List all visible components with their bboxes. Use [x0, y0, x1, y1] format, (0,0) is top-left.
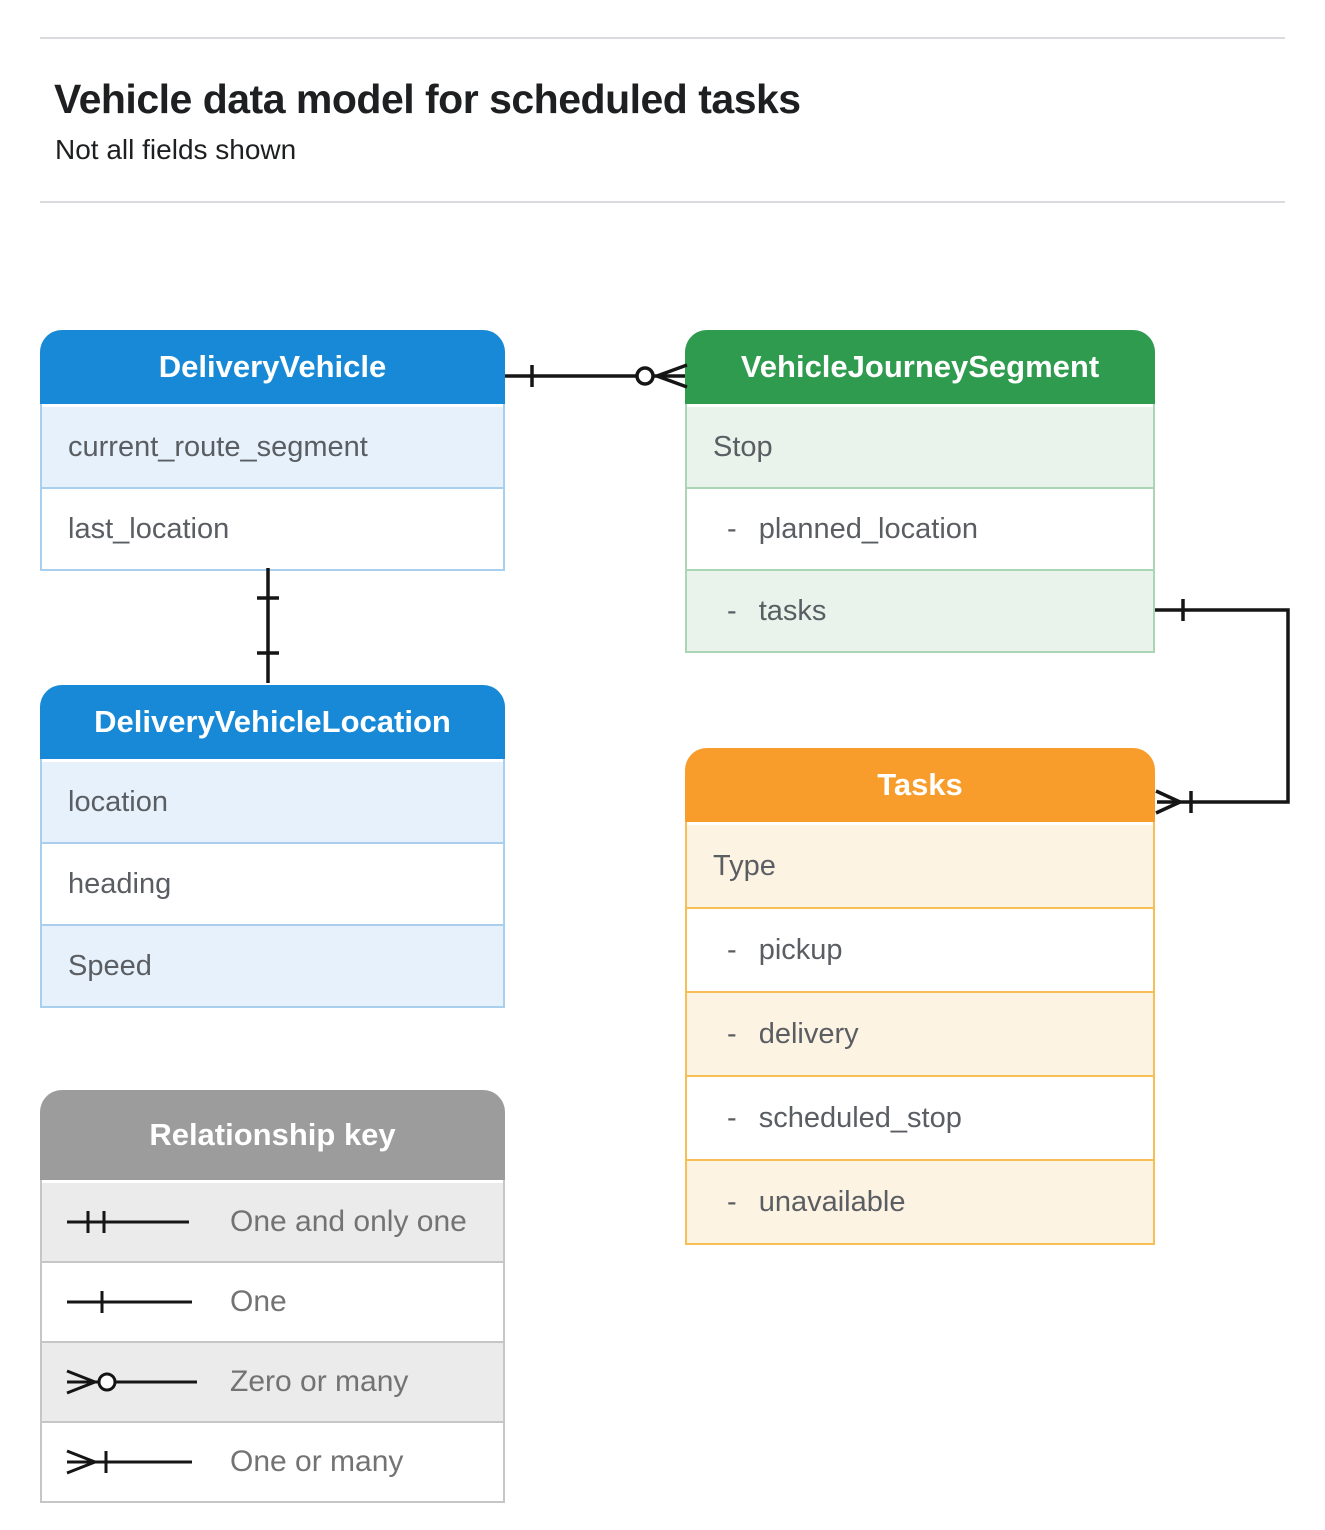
- entity-vehicle-journey-segment: VehicleJourneySegment Stop - planned_loc…: [685, 330, 1155, 653]
- connector-deliveryvehicle-to-vehiclejourneysegment: [505, 365, 687, 387]
- relationship-key-list: One and only one One Zero or many: [40, 1180, 505, 1503]
- crow-foot: [657, 365, 687, 376]
- one-symbol: [67, 1291, 192, 1313]
- legend-row: Zero or many: [42, 1341, 503, 1421]
- entity-field-row: location: [42, 759, 503, 842]
- entity-delivery-vehicle-location: DeliveryVehicleLocation location heading…: [40, 685, 505, 1008]
- entity-field-row: Stop: [687, 404, 1153, 487]
- entity-tasks: Tasks Type - pickup - delivery - schedul…: [685, 748, 1155, 1245]
- entity-title: VehicleJourneySegment: [685, 330, 1155, 404]
- entity-field-row: Speed: [42, 924, 503, 1006]
- entity-field-list: Stop - planned_location - tasks: [685, 404, 1155, 653]
- crow-foot: [1156, 791, 1180, 802]
- entity-delivery-vehicle: DeliveryVehicle current_route_segment la…: [40, 330, 505, 571]
- one-and-only-one-symbol: [67, 1211, 189, 1233]
- relationship-key: Relationship key One and only one One: [40, 1090, 505, 1503]
- entity-title: DeliveryVehicle: [40, 330, 505, 404]
- entity-field-row: - scheduled_stop: [687, 1075, 1153, 1159]
- divider-mid: [40, 201, 1285, 203]
- entity-field-row: heading: [42, 842, 503, 924]
- entity-field-row: current_route_segment: [42, 404, 503, 487]
- connector-vehiclejourneysegment-tasks-to-tasks: [1155, 599, 1288, 813]
- zero-or-many-symbol: [66, 1369, 197, 1395]
- legend-row: One or many: [42, 1421, 503, 1501]
- legend-label: One and only one: [230, 1205, 467, 1238]
- crow-foot: [657, 376, 687, 387]
- entity-field-row: last_location: [42, 487, 503, 569]
- entity-field-list: Type - pickup - delivery - scheduled_sto…: [685, 822, 1155, 1245]
- entity-field-row: - pickup: [687, 907, 1153, 991]
- page-subtitle: Not all fields shown: [55, 134, 297, 165]
- entity-title: DeliveryVehicleLocation: [40, 685, 505, 759]
- connector-deliveryvehicle-to-deliveryvehiclelocation: [257, 568, 279, 683]
- crow-foot: [1156, 802, 1180, 813]
- divider-top: [40, 37, 1285, 39]
- entity-field-row: - delivery: [687, 991, 1153, 1075]
- zero-circle: [637, 368, 653, 384]
- entity-field-row: - unavailable: [687, 1159, 1153, 1243]
- entity-field-list: current_route_segment last_location: [40, 404, 505, 571]
- entity-field-row: - planned_location: [687, 487, 1153, 569]
- entity-field-row: - tasks: [687, 569, 1153, 651]
- entity-field-row: Type: [687, 822, 1153, 907]
- page-title: Vehicle data model for scheduled tasks: [54, 76, 801, 122]
- one-or-many-symbol: [66, 1449, 192, 1475]
- legend-label: One or many: [230, 1445, 404, 1478]
- legend-row: One and only one: [42, 1180, 503, 1261]
- legend-label: Zero or many: [230, 1365, 409, 1398]
- legend-label: One: [230, 1285, 287, 1318]
- entity-field-list: location heading Speed: [40, 759, 505, 1008]
- entity-title: Tasks: [685, 748, 1155, 822]
- relationship-key-title: Relationship key: [40, 1090, 505, 1180]
- legend-row: One: [42, 1261, 503, 1341]
